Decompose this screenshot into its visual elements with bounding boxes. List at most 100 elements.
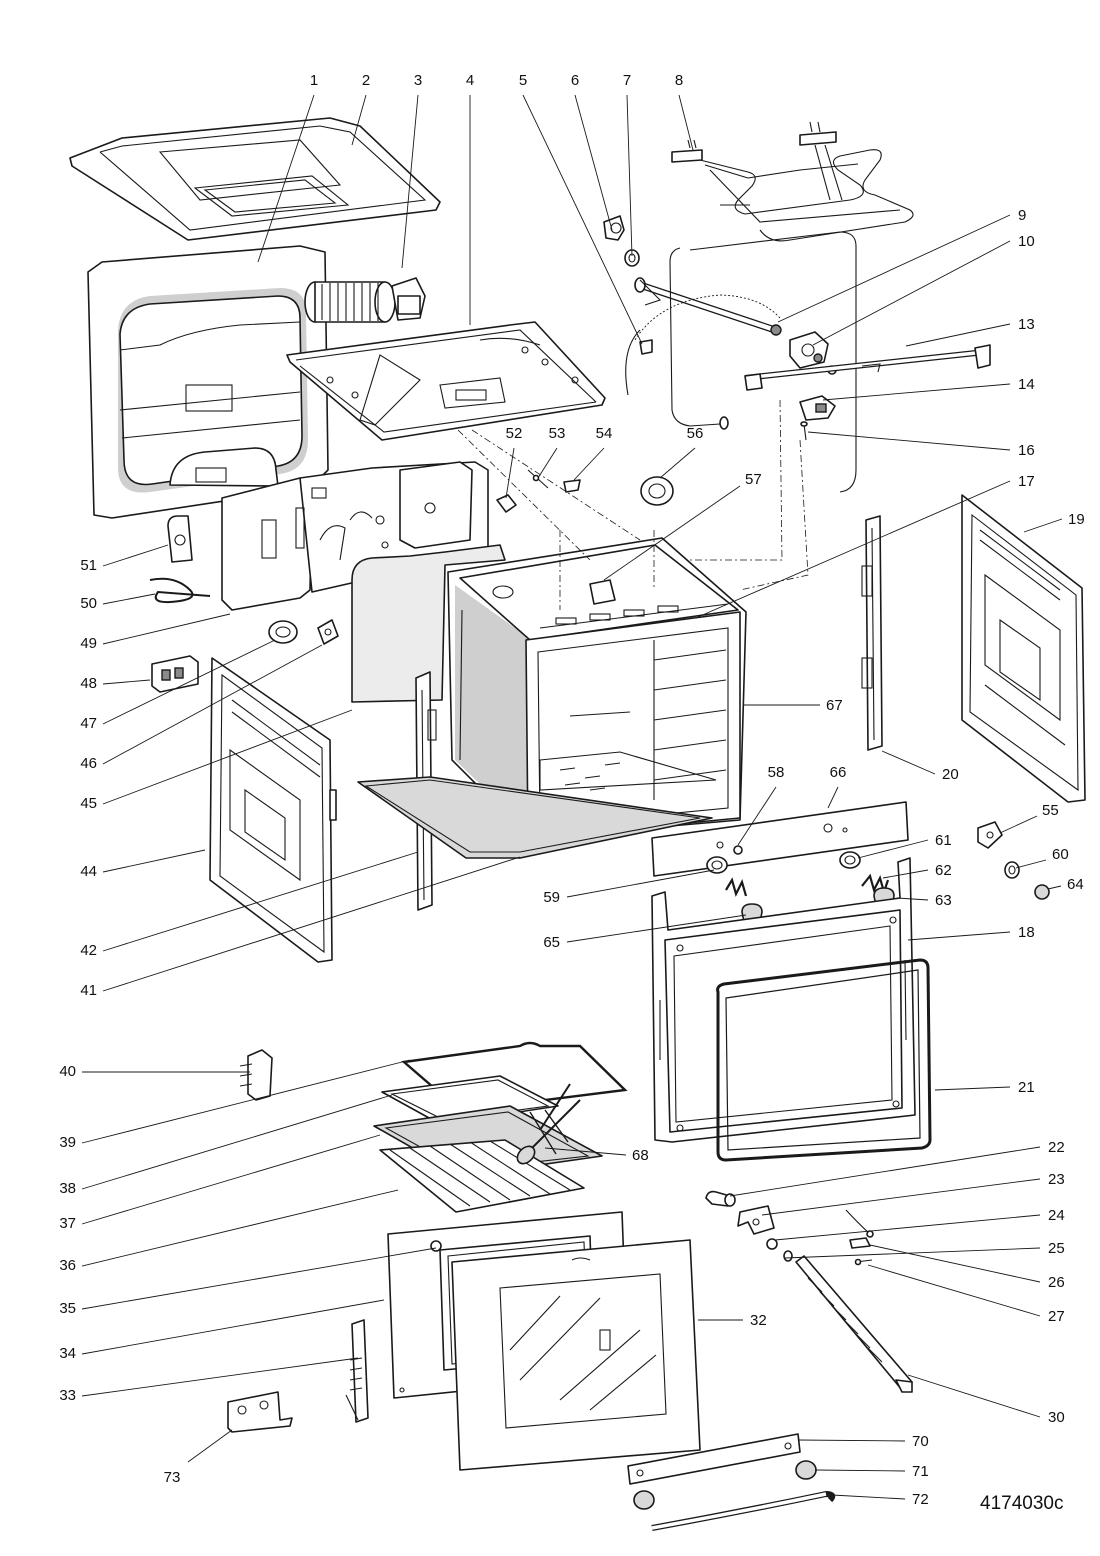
part-number-label: 6 bbox=[571, 72, 579, 89]
part-number-label: 73 bbox=[164, 1469, 181, 1486]
part-number-label: 24 bbox=[1048, 1207, 1065, 1224]
part-number-label: 52 bbox=[506, 425, 523, 442]
part-number-label: 72 bbox=[912, 1491, 929, 1508]
part-number-label: 58 bbox=[768, 764, 785, 781]
part-number-label: 22 bbox=[1048, 1139, 1065, 1156]
part-number-label: 16 bbox=[1018, 442, 1035, 459]
part-22-injector bbox=[705, 1190, 736, 1207]
leader-line-23 bbox=[761, 1178, 1041, 1216]
part-20-right-rail bbox=[861, 515, 883, 751]
part-number-label: 68 bbox=[632, 1147, 649, 1164]
part-number-label: 49 bbox=[80, 635, 97, 652]
part-27-screw bbox=[854, 1258, 873, 1266]
part-55-switch bbox=[977, 821, 1003, 849]
part-19-right-side-panel bbox=[961, 494, 1086, 803]
leader-line-6 bbox=[574, 94, 613, 231]
part-number-label: 25 bbox=[1048, 1240, 1065, 1257]
leader-line-65 bbox=[566, 914, 747, 943]
leader-line-24 bbox=[774, 1214, 1041, 1241]
leader-line-37 bbox=[81, 1134, 381, 1225]
part-number-label: 20 bbox=[942, 766, 959, 783]
part-4-top-plate bbox=[286, 321, 606, 441]
part-number-label: 30 bbox=[1048, 1409, 1065, 1426]
part-52-thermostat-sensor bbox=[496, 494, 517, 513]
part-number-label: 39 bbox=[59, 1134, 76, 1151]
part-number-label: 34 bbox=[59, 1345, 76, 1362]
part-5-clip bbox=[639, 339, 653, 355]
leader-line-8 bbox=[678, 94, 694, 151]
part-number-label: 21 bbox=[1018, 1079, 1035, 1096]
leader-line-51 bbox=[102, 544, 169, 567]
part-number-label: 18 bbox=[1018, 924, 1035, 941]
leader-line-49 bbox=[102, 613, 231, 645]
part-21-door-seal bbox=[716, 958, 932, 1162]
part-65-spring bbox=[725, 877, 748, 898]
part-number-label: 7 bbox=[623, 72, 631, 89]
part-number-label: 33 bbox=[59, 1387, 76, 1404]
part-47-thermostat-knob-insert bbox=[317, 619, 339, 645]
part-number-label: 57 bbox=[745, 471, 762, 488]
leader-line-50 bbox=[102, 593, 156, 605]
part-number-label: 4 bbox=[466, 72, 474, 89]
leader-line-47 bbox=[102, 639, 276, 725]
leader-line-72 bbox=[831, 1494, 906, 1500]
part-9-gas-pipe bbox=[634, 277, 782, 336]
part-14-igniter bbox=[799, 395, 836, 421]
part-57-lamp-housing bbox=[589, 579, 616, 605]
part-56-lamp bbox=[640, 476, 674, 506]
leader-line-20 bbox=[881, 750, 936, 775]
part-44-left-side-panel bbox=[209, 657, 337, 963]
leader-line-38 bbox=[81, 1094, 393, 1190]
part-number-label: 32 bbox=[750, 1312, 767, 1329]
part-46-lamp-cover bbox=[268, 620, 298, 644]
part-72-handle-rod bbox=[651, 1490, 836, 1531]
part-26-electrode bbox=[849, 1237, 871, 1249]
part-60-bezel bbox=[1004, 861, 1020, 879]
leader-line-10 bbox=[812, 240, 1011, 346]
leader-line-14 bbox=[822, 383, 1011, 401]
part-40-bracket bbox=[239, 1049, 273, 1101]
part-61-switch-right bbox=[839, 851, 861, 869]
leader-line-55 bbox=[999, 815, 1038, 834]
leader-line-36 bbox=[81, 1189, 399, 1267]
part-number-label: 37 bbox=[59, 1215, 76, 1232]
leader-line-57 bbox=[603, 485, 741, 581]
part-number-label: 66 bbox=[830, 764, 847, 781]
part-58-indicator bbox=[733, 845, 743, 855]
part-number-label: 8 bbox=[675, 72, 683, 89]
part-16-screw bbox=[800, 421, 808, 441]
part-number-label: 60 bbox=[1052, 846, 1069, 863]
part-64-knob-cap bbox=[1034, 884, 1050, 900]
part-number-label: 44 bbox=[80, 863, 97, 880]
part-number-label: 1 bbox=[310, 72, 318, 89]
leader-line-52 bbox=[505, 447, 515, 499]
leader-line-35 bbox=[81, 1247, 437, 1310]
part-13-rod bbox=[744, 344, 991, 391]
part-number-label: 71 bbox=[912, 1463, 929, 1480]
leader-line-64 bbox=[1047, 885, 1062, 890]
part-number-label: 61 bbox=[935, 832, 952, 849]
leader-line-45 bbox=[102, 709, 353, 805]
leader-line-30 bbox=[907, 1374, 1041, 1418]
part-number-label: 64 bbox=[1067, 876, 1084, 893]
leader-line-17 bbox=[697, 480, 1011, 618]
part-number-label: 65 bbox=[543, 934, 560, 951]
leader-line-53 bbox=[537, 447, 558, 479]
part-3-fan-motor bbox=[304, 277, 426, 323]
part-number-label: 10 bbox=[1018, 233, 1035, 250]
part-number-label: 2 bbox=[362, 72, 370, 89]
part-number-label: 62 bbox=[935, 862, 952, 879]
leader-line-16 bbox=[807, 431, 1011, 451]
part-number-label: 5 bbox=[519, 72, 527, 89]
leader-line-39 bbox=[81, 1059, 411, 1144]
leader-line-5 bbox=[522, 94, 643, 345]
part-number-label: 45 bbox=[80, 795, 97, 812]
part-number-label: 63 bbox=[935, 892, 952, 909]
part-2-top-cover bbox=[69, 117, 441, 241]
part-6-gas-fitting bbox=[603, 215, 625, 241]
leader-line-71 bbox=[814, 1469, 906, 1472]
part-number-label: 26 bbox=[1048, 1274, 1065, 1291]
leader-line-41 bbox=[102, 856, 521, 992]
leader-line-56 bbox=[659, 447, 696, 479]
